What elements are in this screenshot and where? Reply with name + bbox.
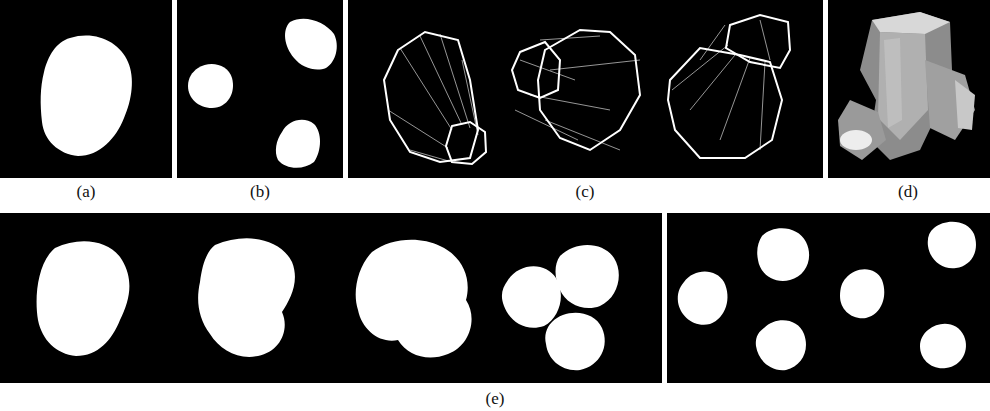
panel-label: (c) [576, 183, 595, 200]
contour-rays [388, 20, 770, 162]
blob [276, 120, 320, 168]
blob-sequence [37, 238, 619, 370]
panel-d [828, 0, 990, 178]
reconstruction-3d [838, 12, 975, 160]
contours [384, 15, 790, 164]
panel-label: (a) [77, 183, 96, 200]
panel-label: (b) [250, 183, 270, 200]
blob [285, 19, 337, 70]
panel-a [0, 0, 172, 178]
panel-c [348, 0, 823, 178]
separated-blobs [678, 222, 976, 370]
panel-e-right [667, 213, 990, 383]
blob [188, 64, 233, 108]
panel-e-left [0, 213, 662, 383]
blob [41, 35, 132, 156]
panel-b [177, 0, 343, 178]
panel-label: (e) [486, 390, 505, 407]
panel-label: (d) [898, 183, 918, 200]
